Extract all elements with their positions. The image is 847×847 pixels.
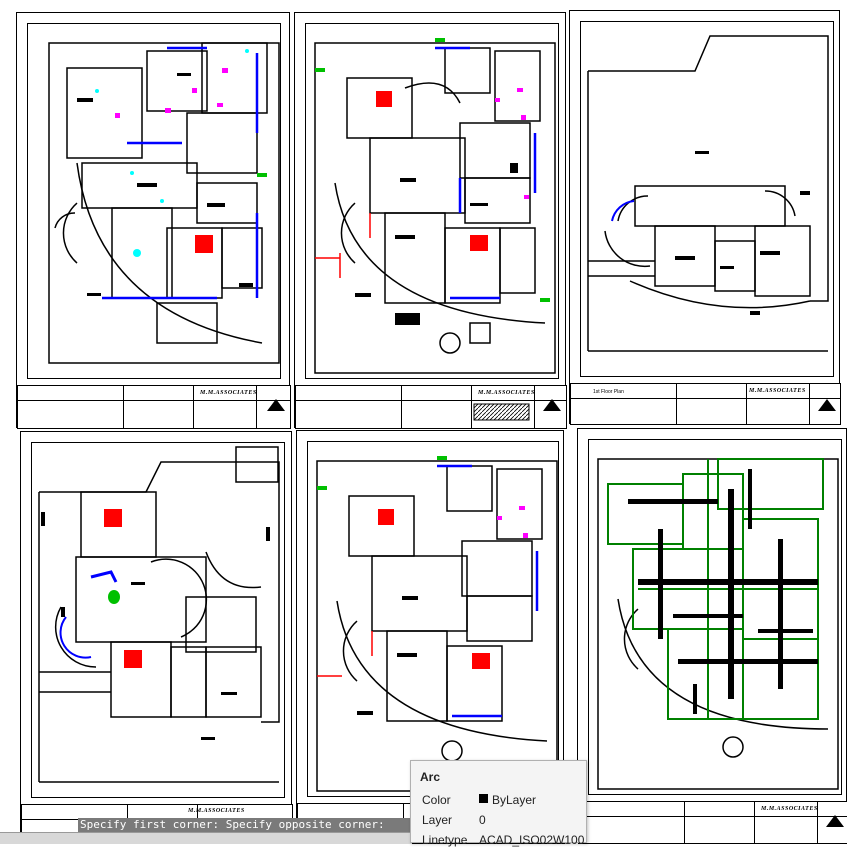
color-value: ByLayer [492, 793, 537, 807]
firm-name: M.M.ASSOCIATES [188, 808, 245, 814]
firm-name: M.M.ASSOCIATES [478, 390, 535, 396]
floor-plan-6 [597, 458, 839, 790]
firm-name: M.M.ASSOCIATES [200, 390, 257, 396]
command-prompt-text: Specify first corner: Specify opposite c… [80, 818, 385, 831]
plan-title: 1st Floor Plan [593, 389, 624, 395]
firm-name: M.M.ASSOCIATES [749, 388, 806, 394]
color-swatch [479, 794, 488, 803]
drawing-sheet-2[interactable]: M.M.ASSOCIATES [294, 12, 567, 429]
floor-plan-1 [48, 42, 280, 364]
title-block-3: 1st Floor Plan M.M.ASSOCIATES [570, 383, 841, 425]
drawing-sheet-6[interactable]: M.M.ASSOCIATES [577, 428, 847, 844]
floor-plan-3 [587, 35, 829, 352]
drawing-sheet-1[interactable]: M.M.ASSOCIATES [16, 12, 291, 429]
linetype-label: Linetype [422, 833, 468, 847]
title-block-6: M.M.ASSOCIATES [578, 801, 847, 844]
color-label: Color [422, 793, 451, 807]
tooltip-object-type: Arc [420, 770, 441, 784]
layer-label: Layer [422, 813, 453, 827]
firm-name: M.M.ASSOCIATES [761, 806, 818, 812]
floor-plan-2 [314, 38, 556, 374]
quick-properties-tooltip: Arc Color ByLayer Layer 0 Linetype ACAD_… [410, 760, 587, 847]
title-block-2: M.M.ASSOCIATES [295, 385, 567, 429]
floor-plan-4 [38, 446, 280, 783]
command-line[interactable]: Specify first corner: Specify opposite c… [78, 818, 415, 832]
drawing-sheet-4[interactable] [20, 431, 293, 844]
title-block-1: M.M.ASSOCIATES [17, 385, 291, 429]
drawing-sheet-3[interactable]: 1st Floor Plan M.M.ASSOCIATES [569, 10, 841, 425]
command-input-strip[interactable] [0, 832, 412, 844]
layer-value: 0 [479, 813, 486, 827]
linetype-value: ACAD_ISO02W100 [479, 833, 585, 847]
